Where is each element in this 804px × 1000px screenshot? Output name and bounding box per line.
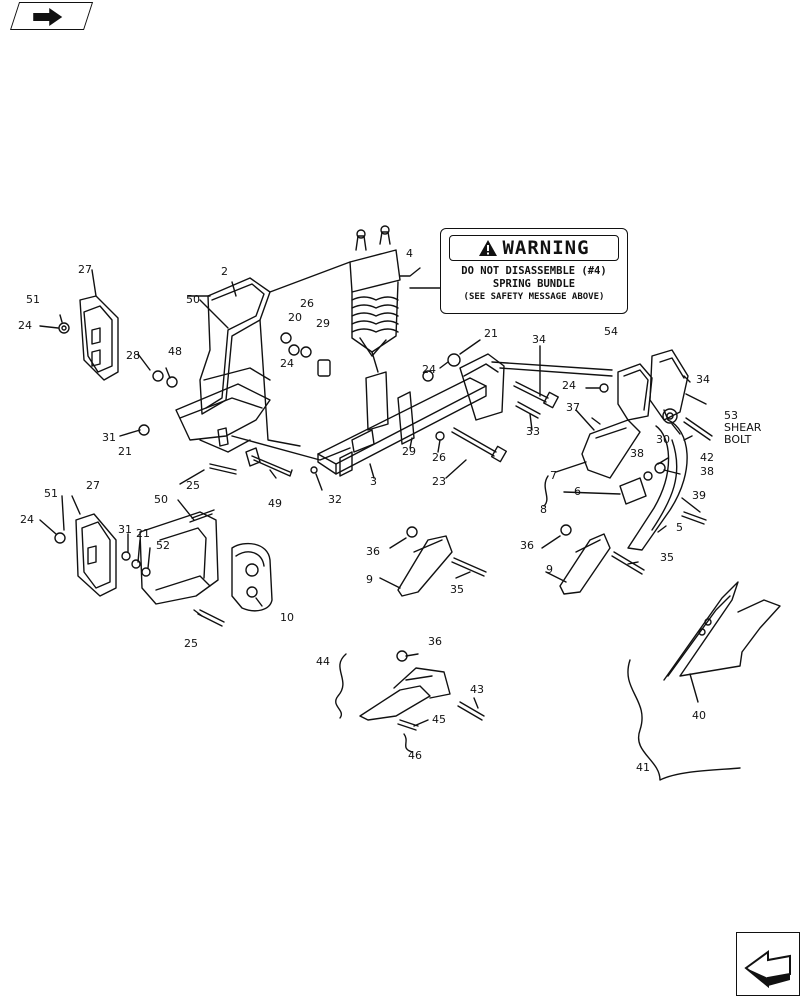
callout-5: 5: [676, 521, 683, 534]
callout-49: 49: [268, 497, 282, 510]
callout-21: 21: [118, 445, 132, 458]
callout-9: 9: [366, 573, 373, 586]
callout-29: 29: [402, 445, 416, 458]
callout-36: 36: [520, 539, 534, 552]
callout-33: 33: [526, 425, 540, 438]
callout-23: 23: [432, 475, 446, 488]
callout-41: 41: [636, 761, 650, 774]
callout-34: 34: [532, 333, 546, 346]
callout-50: 50: [154, 493, 168, 506]
callout-27: 27: [86, 479, 100, 492]
callout-45: 45: [432, 713, 446, 726]
warning-triangle-icon: [479, 240, 498, 256]
callout-32: 32: [328, 493, 342, 506]
callout-24: 24: [280, 357, 294, 370]
callout-31: 31: [102, 431, 116, 444]
callout-25: 25: [186, 479, 200, 492]
warning-line-1: DO NOT DISASSEMBLE (#4): [461, 265, 607, 277]
callout-51: 51: [26, 293, 40, 306]
warning-header: WARNING: [449, 235, 619, 261]
callout-8: 8: [540, 503, 547, 516]
callout-34: 34: [696, 373, 710, 386]
spring-bundle: [349, 225, 401, 431]
callout-38: 38: [630, 447, 644, 460]
callout-9: 9: [546, 563, 553, 576]
warning-decal: WARNING DO NOT DISASSEMBLE (#4) SPRING B…: [440, 228, 628, 314]
point-assembly: [359, 650, 485, 731]
callout-21: 21: [136, 527, 150, 540]
callout-54: 54: [604, 325, 618, 338]
callout-3: 3: [370, 475, 377, 488]
callout-6: 6: [574, 485, 581, 498]
cross-beam: [317, 353, 505, 477]
callout-2: 2: [221, 265, 228, 278]
mount-bracket-upper: [79, 295, 119, 381]
back-arrow-icon: [744, 950, 791, 989]
callout-36: 36: [366, 545, 380, 558]
callout-43: 43: [470, 683, 484, 696]
callout-51: 51: [44, 487, 58, 500]
sweep-blade: [663, 581, 781, 681]
callout-48: 48: [168, 345, 182, 358]
next-page-button[interactable]: [10, 2, 94, 30]
callout-30: 30: [656, 433, 670, 446]
warning-line-2: SPRING BUNDLE: [492, 278, 576, 290]
callout-44: 44: [316, 655, 330, 668]
callout-27: 27: [78, 263, 92, 276]
callout-24: 24: [422, 363, 436, 376]
callout-35: 35: [660, 551, 674, 564]
callout-bolt-label: BOLT: [724, 433, 752, 446]
callout-shear-label: SHEAR: [724, 421, 762, 434]
warning-line-3: (SEE SAFETY MESSAGE ABOVE): [463, 292, 605, 302]
callout-38: 38: [700, 465, 714, 478]
callout-20: 20: [288, 311, 302, 324]
callout-52: 52: [156, 539, 170, 552]
callout-28: 28: [126, 349, 140, 362]
callout-40: 40: [692, 709, 706, 722]
main-frame: [175, 261, 351, 461]
mount-bracket-lower: [75, 511, 273, 612]
callout-26: 26: [432, 451, 446, 464]
callout-24: 24: [562, 379, 576, 392]
callout-42: 42: [700, 451, 714, 464]
callout-24: 24: [18, 319, 32, 332]
callout-24: 24: [20, 513, 34, 526]
warning-title: WARNING: [502, 237, 590, 259]
callout-29: 29: [316, 317, 330, 330]
callout-25: 25: [184, 637, 198, 650]
callout-37: 37: [566, 401, 580, 414]
callout-46: 46: [408, 749, 422, 762]
callout-50: 50: [186, 293, 200, 306]
callout-31: 31: [118, 523, 132, 536]
callout-10: 10: [280, 611, 294, 624]
callout-4: 4: [406, 247, 413, 260]
callout-39: 39: [692, 489, 706, 502]
callout-36: 36: [428, 635, 442, 648]
callout-21: 21: [484, 327, 498, 340]
shank-assembly: [617, 349, 689, 551]
callout-26: 26: [300, 297, 314, 310]
callout-35: 35: [450, 583, 464, 596]
prev-page-button[interactable]: [736, 932, 800, 996]
callout-7: 7: [550, 469, 557, 482]
forward-arrow-icon: [33, 8, 63, 26]
callout-53: 53: [724, 409, 738, 422]
